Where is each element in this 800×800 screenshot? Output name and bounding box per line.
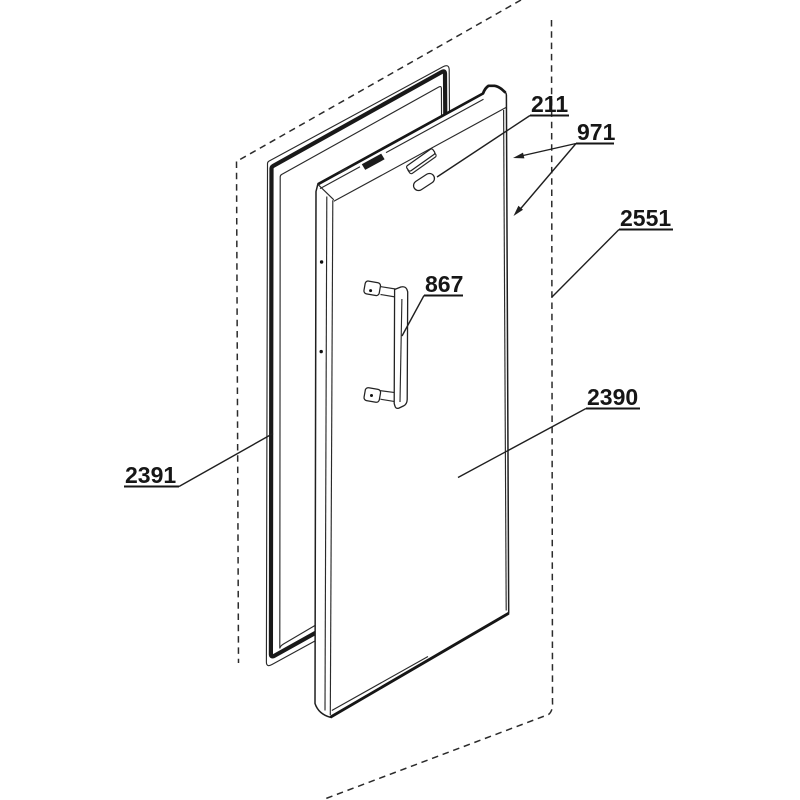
door-right-inner-line: [503, 109, 507, 611]
door-face-left-edge: [329, 200, 334, 716]
badge-cap-outline: [412, 172, 436, 192]
handle-top-arm-upper-line: [379, 285, 396, 290]
callout-211-leader: [436, 114, 531, 178]
door-screw-dot-lower: [319, 349, 323, 354]
callout-971-label: 971: [577, 119, 616, 145]
door-bottom-edge-thick: [329, 611, 510, 719]
callout-867-leader: [401, 295, 425, 337]
callout-2390: 2390: [457, 384, 640, 479]
boundary-right-edge: [321, 19, 554, 800]
handle-bottom-screw-dot: [370, 394, 373, 397]
handle-top-arm-lower-line: [380, 293, 396, 298]
callout-2551: 2551: [551, 205, 673, 298]
door-face-top-edge: [333, 106, 507, 202]
door-top-notch-tick: [338, 167, 348, 174]
callout-2391-leader: [178, 432, 274, 488]
handle-bottom-arm-lower-line: [380, 398, 395, 403]
door-screw-dot-upper: [319, 260, 324, 264]
callout-211-label: 211: [531, 91, 568, 117]
callout-2551-label: 2551: [620, 205, 671, 231]
callout-971-leader-upper: [520, 142, 577, 157]
door-top-slot: [361, 153, 385, 170]
door-top-cap-edge: [317, 183, 335, 201]
gasket-seal-bead: [268, 69, 451, 659]
door-bottom-inner-line: [331, 655, 429, 712]
door-top-edge-thick: [317, 84, 507, 186]
boundary-top-edge: [236, 0, 522, 163]
callout-2390-label: 2390: [587, 384, 638, 410]
handle-bar-ridge-line: [399, 298, 403, 403]
callout-2551-leader: [551, 229, 620, 298]
door-handle: [363, 280, 409, 409]
handle-top-screw-dot: [369, 289, 373, 293]
callout-867-label: 867: [425, 271, 463, 297]
callout-211: 211: [436, 91, 569, 178]
callout-971: 971: [513, 119, 616, 216]
callout-971-leader-lower: [518, 143, 577, 211]
door-top-lip-line-left: [319, 166, 361, 190]
door-side-strip-line: [324, 196, 328, 711]
door-top-lip-line-right: [385, 98, 484, 154]
handle-bottom-arm-upper-line: [379, 390, 395, 394]
door-silhouette: [314, 85, 510, 719]
callout-2391: 2391: [124, 432, 274, 488]
door-panel: [314, 84, 510, 719]
callout-2391-label: 2391: [125, 462, 176, 488]
callout-971-arrowhead-lower: [513, 205, 523, 216]
callout-2390-leader: [457, 407, 587, 479]
callout-867: 867: [401, 271, 463, 337]
handle-top-mount-pad: [363, 280, 382, 297]
boundary-left-edge: [235, 161, 240, 664]
gasket-inner-contour: [279, 85, 445, 649]
hinge-cover-badges: [405, 148, 437, 192]
callout-971-arrowhead-upper: [513, 152, 525, 159]
badge-plate-outline: [405, 148, 436, 172]
dashed-boundary-plane: [235, 0, 554, 800]
